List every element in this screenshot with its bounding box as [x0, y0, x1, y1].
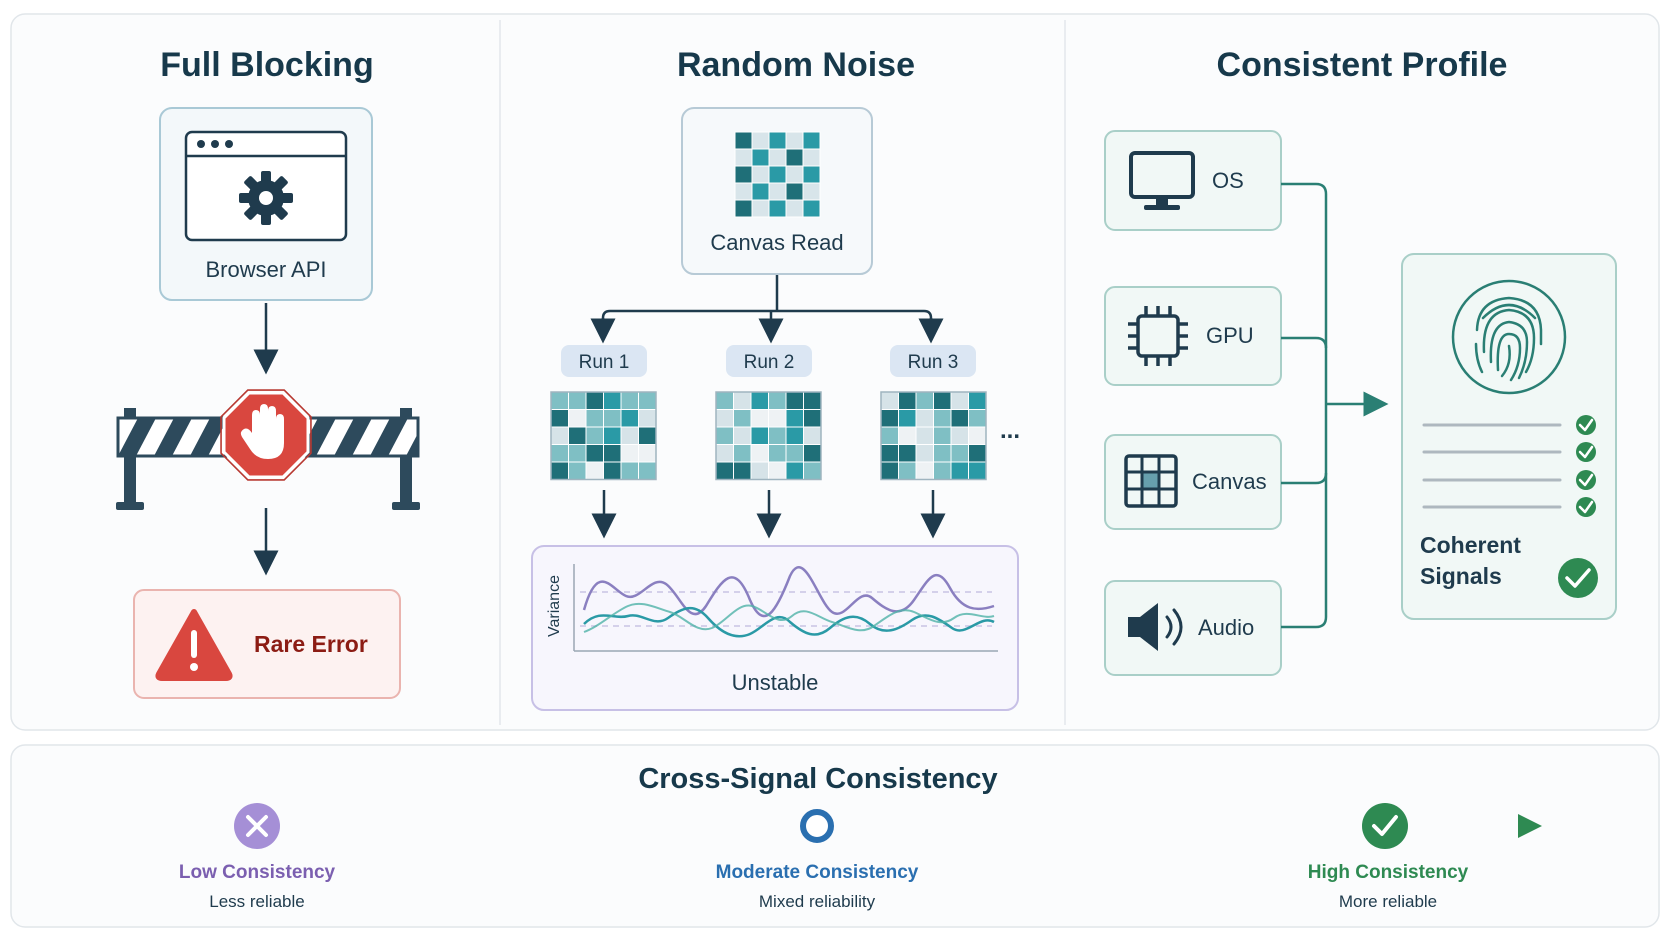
- signal-gpu-label: GPU: [1206, 323, 1254, 348]
- bottom-panel: [10, 744, 1660, 928]
- signal-card-gpu: GPU: [1104, 286, 1282, 386]
- rare-error-card: Rare Error: [133, 589, 401, 699]
- variance-wave-purple: [582, 566, 995, 617]
- chip-icon: [1128, 306, 1188, 366]
- canvas-branch-lines: [590, 275, 944, 344]
- run-3-label: Run 3: [908, 352, 959, 373]
- scale-arrowhead: [1518, 814, 1542, 838]
- run-1-pill: [561, 345, 647, 377]
- browser-api-card: Browser API: [159, 107, 373, 301]
- high-consistency-sub: More reliable: [1339, 892, 1437, 911]
- run-2: Run 2: [715, 345, 822, 539]
- run-3-pill: [890, 345, 976, 377]
- coherent-signals-card: Coherent Signals: [1401, 253, 1617, 620]
- unstable-label: Unstable: [732, 670, 819, 695]
- signal-merge-lines: [1281, 182, 1389, 629]
- run-3-noise-grid: [880, 391, 987, 481]
- high-consistency-label: High Consistency: [1308, 862, 1469, 883]
- canvas-grid-icon: [1124, 454, 1178, 508]
- gear-icon: [239, 171, 293, 225]
- run-2-label: Run 2: [744, 352, 795, 373]
- random-noise-title: Random Noise: [677, 46, 915, 84]
- signal-card-audio: Audio: [1104, 580, 1282, 676]
- scale-title: Cross-Signal Consistency: [638, 763, 997, 795]
- signal-os-label: OS: [1212, 168, 1244, 193]
- monitor-icon: [1129, 151, 1195, 210]
- variance-wave-teal-2: [583, 602, 995, 633]
- coherent-label: Coherent: [1420, 532, 1521, 558]
- stop-hand-icon: [220, 389, 312, 481]
- warning-icon: [155, 609, 233, 681]
- check-lines: [1422, 423, 1562, 509]
- rare-error-label: Rare Error: [254, 631, 368, 657]
- variance-axis-label: Variance: [546, 575, 563, 637]
- run-1-label: Run 1: [579, 352, 630, 373]
- speaker-icon: [1128, 603, 1183, 651]
- run-1: Run 1: [550, 345, 657, 539]
- x-icon: [246, 815, 268, 837]
- signals-label: Signals: [1420, 563, 1502, 589]
- signal-canvas-label: Canvas: [1192, 469, 1267, 494]
- more-runs-ellipsis: ...: [1000, 417, 1020, 444]
- low-consistency-label: Low Consistency: [179, 862, 336, 883]
- canvas-read-card: Canvas Read: [681, 107, 873, 275]
- moderate-consistency-marker: Moderate Consistency Mixed reliability: [716, 809, 919, 911]
- run-2-pill: [726, 345, 812, 377]
- coherent-check-icon: [1558, 558, 1598, 598]
- consistent-profile-title: Consistent Profile: [1217, 46, 1508, 84]
- browser-api-label: Browser API: [205, 257, 326, 282]
- high-consistency-marker: High Consistency More reliable: [1308, 803, 1469, 911]
- signal-audio-label: Audio: [1198, 615, 1254, 640]
- run-2-noise-grid: [715, 391, 822, 481]
- low-consistency-marker: Low Consistency Less reliable: [179, 803, 336, 911]
- run-1-noise-grid: [550, 391, 657, 481]
- moderate-consistency-label: Moderate Consistency: [716, 862, 919, 883]
- fingerprint-icon: [1451, 279, 1567, 395]
- check-icon: [1372, 815, 1398, 836]
- variance-chart-card: Variance Unstable: [531, 545, 1019, 711]
- low-consistency-sub: Less reliable: [209, 892, 304, 911]
- signal-card-os: OS: [1104, 130, 1282, 231]
- canvas-pattern-icon: [734, 131, 821, 218]
- signal-card-canvas: Canvas: [1104, 434, 1282, 530]
- run-3: Run 3: [880, 345, 987, 539]
- canvas-read-label: Canvas Read: [710, 230, 843, 255]
- moderate-consistency-sub: Mixed reliability: [759, 892, 876, 911]
- check-icons: [1576, 415, 1596, 517]
- full-blocking-title: Full Blocking: [160, 46, 373, 84]
